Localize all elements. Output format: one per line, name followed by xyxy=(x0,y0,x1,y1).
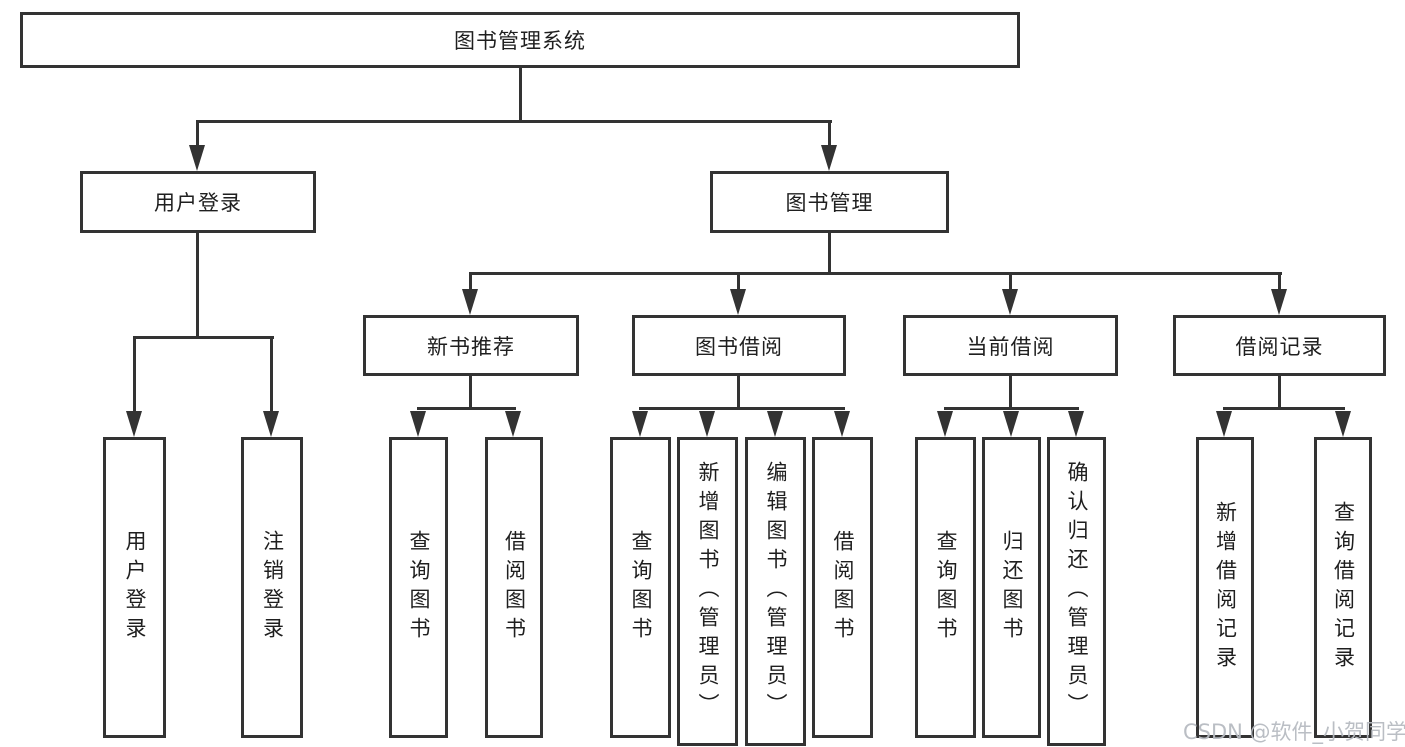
connector-line xyxy=(828,232,831,275)
leaf-label: 编辑图书（管理员） xyxy=(764,461,788,722)
node-current-borrow: 当前借阅 xyxy=(903,315,1118,376)
leaf-borrow-book-recommend: 借阅图书 xyxy=(485,437,543,738)
node-user-login-branch: 用户登录 xyxy=(80,171,316,233)
node-label: 新书推荐 xyxy=(427,334,515,359)
leaf-query-book-borrow: 查询图书 xyxy=(610,437,671,738)
arrow-down-icon xyxy=(632,411,648,437)
arrow-down-icon xyxy=(1068,411,1084,437)
node-label: 图书管理 xyxy=(785,191,874,215)
connector-line xyxy=(1278,375,1281,410)
connector-line xyxy=(469,272,472,292)
connector-line xyxy=(133,336,274,339)
node-borrow-record: 借阅记录 xyxy=(1173,315,1386,376)
leaf-borrow-book: 借阅图书 xyxy=(812,437,873,738)
arrow-down-icon xyxy=(1003,411,1019,437)
connector-line xyxy=(737,375,740,410)
connector-line xyxy=(828,120,831,148)
arrow-down-icon xyxy=(126,411,142,437)
leaf-label: 查询借阅记录 xyxy=(1331,500,1356,675)
connector-line xyxy=(469,375,472,410)
connector-line xyxy=(1223,407,1345,410)
leaf-edit-book-admin: 编辑图书（管理员） xyxy=(745,437,806,746)
leaf-label: 注销登录 xyxy=(260,529,285,646)
arrow-down-icon xyxy=(410,411,426,437)
node-new-book-recommend: 新书推荐 xyxy=(363,315,579,376)
leaf-label: 归还图书 xyxy=(1000,529,1024,646)
connector-line xyxy=(1278,272,1281,292)
leaf-query-borrow-record: 查询借阅记录 xyxy=(1314,437,1372,738)
connector-line xyxy=(519,68,522,122)
leaf-query-book-recommend: 查询图书 xyxy=(389,437,448,738)
connector-line xyxy=(1009,272,1012,292)
node-label: 当前借阅 xyxy=(966,334,1055,359)
connector-line xyxy=(639,407,845,410)
arrow-down-icon xyxy=(263,411,279,437)
node-label: 图书借阅 xyxy=(695,334,783,359)
connector-line xyxy=(196,120,832,123)
leaf-add-book-admin: 新增图书（管理员） xyxy=(677,437,738,746)
connector-line xyxy=(1009,375,1012,410)
node-root: 图书管理系统 xyxy=(20,12,1020,68)
connector-line xyxy=(133,336,136,414)
arrow-down-icon xyxy=(937,411,953,437)
leaf-label: 查询图书 xyxy=(934,529,958,646)
connector-line xyxy=(737,272,740,292)
arrow-down-icon xyxy=(834,411,850,437)
connector-line xyxy=(270,336,273,414)
connector-line xyxy=(417,407,516,410)
arrow-down-icon xyxy=(699,411,715,437)
connector-line xyxy=(469,272,1282,275)
leaf-label: 用户登录 xyxy=(123,529,147,646)
csdn-watermark: CSDN @软件_小贺同学 xyxy=(1183,720,1405,744)
node-root-label: 图书管理系统 xyxy=(454,29,586,53)
arrow-down-icon xyxy=(189,145,205,171)
leaf-label: 新增图书（管理员） xyxy=(696,461,720,722)
arrow-down-icon xyxy=(1335,411,1351,437)
arrow-down-icon xyxy=(1271,289,1287,315)
leaf-label: 借阅图书 xyxy=(831,529,855,646)
leaf-add-borrow-record: 新增借阅记录 xyxy=(1196,437,1254,738)
leaf-query-book-current: 查询图书 xyxy=(915,437,976,738)
leaf-return-book: 归还图书 xyxy=(982,437,1041,738)
node-book-management-branch: 图书管理 xyxy=(710,171,949,233)
connector-line xyxy=(196,232,199,339)
leaf-logout: 注销登录 xyxy=(241,437,303,738)
node-label: 用户登录 xyxy=(154,191,242,215)
leaf-label: 查询图书 xyxy=(629,529,653,646)
leaf-label: 查询图书 xyxy=(407,529,431,646)
node-book-borrow: 图书借阅 xyxy=(632,315,846,376)
arrow-down-icon xyxy=(821,145,837,171)
node-label: 借阅记录 xyxy=(1235,334,1324,359)
arrow-down-icon xyxy=(767,411,783,437)
arrow-down-icon xyxy=(1002,289,1018,315)
arrow-down-icon xyxy=(505,411,521,437)
leaf-confirm-return-admin: 确认归还（管理员） xyxy=(1047,437,1106,746)
arrow-down-icon xyxy=(462,289,478,315)
leaf-user-login: 用户登录 xyxy=(103,437,166,738)
arrow-down-icon xyxy=(1216,411,1232,437)
leaf-label: 借阅图书 xyxy=(502,529,527,646)
connector-line xyxy=(944,407,1079,410)
leaf-label: 确认归还（管理员） xyxy=(1065,461,1089,722)
connector-line xyxy=(196,120,199,148)
leaf-label: 新增借阅记录 xyxy=(1213,500,1238,675)
arrow-down-icon xyxy=(730,289,746,315)
